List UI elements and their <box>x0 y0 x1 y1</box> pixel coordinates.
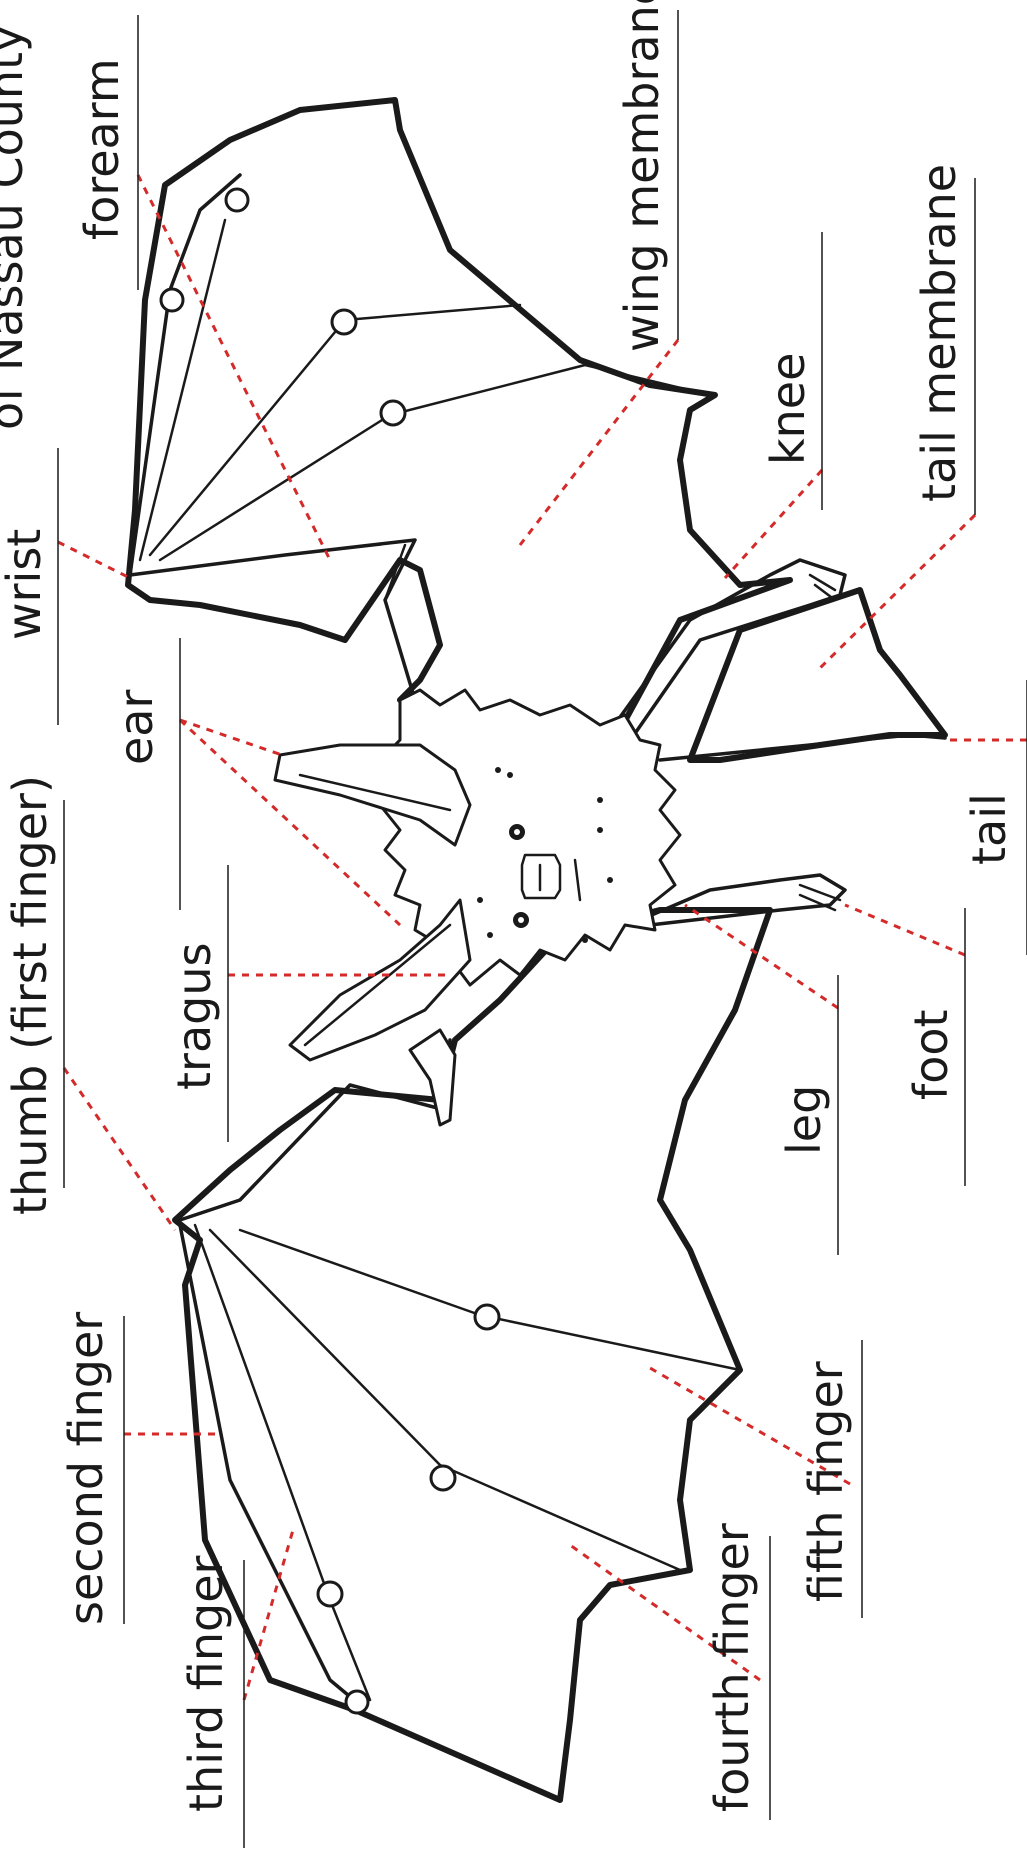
label-wrist: wrist <box>0 529 51 640</box>
label-wing-membrane: wing membrane <box>615 0 669 352</box>
label-ear: ear <box>109 690 163 765</box>
label-thumb: thumb (first finger) <box>3 775 57 1215</box>
label-fifth-finger: fifth finger <box>799 1361 853 1602</box>
label-second-finger: second finger <box>59 1312 113 1625</box>
label-knee: knee <box>761 353 815 465</box>
leader-ear-1 <box>180 720 282 755</box>
label-fourth-finger: fourth finger <box>705 1523 759 1812</box>
upper-ear <box>275 745 470 845</box>
label-forearm: forearm <box>75 58 129 240</box>
header-cut-text: of Nassau County <box>0 25 33 430</box>
label-tragus: tragus <box>167 943 221 1090</box>
leader-thumb <box>64 1068 175 1230</box>
label-third-finger: third finger <box>179 1555 233 1812</box>
lower-wing-membrane <box>175 910 770 1800</box>
label-leg: leg <box>777 1085 831 1155</box>
leader-wrist <box>58 542 130 578</box>
label-tail-membrane: tail membrane <box>912 164 966 502</box>
label-foot: foot <box>904 1009 958 1100</box>
leader-foot <box>845 905 965 955</box>
label-tail: tail <box>962 793 1016 865</box>
